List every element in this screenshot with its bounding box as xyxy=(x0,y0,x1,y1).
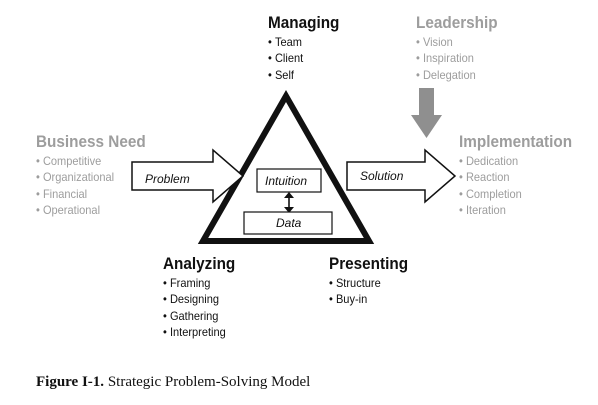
figure-caption: Figure I-1. Strategic Problem-Solving Mo… xyxy=(36,374,310,391)
implementation-item: Iteration xyxy=(459,202,575,218)
managing-item: Team xyxy=(268,34,341,50)
presenting-item: Buy-in xyxy=(329,291,410,307)
business-need-title: Business Need xyxy=(36,132,146,151)
analyzing-item: Framing xyxy=(163,275,237,291)
leadership-item: Inspiration xyxy=(416,50,499,66)
intuition-label: Intuition xyxy=(265,174,307,188)
business-need-item: Organizational xyxy=(36,169,148,185)
leadership-item: Vision xyxy=(416,34,499,50)
presenting-item: Structure xyxy=(329,275,410,291)
implementation-item: Reaction xyxy=(459,169,575,185)
business-need-item: Financial xyxy=(36,186,148,202)
leadership-list: Vision Inspiration Delegation xyxy=(416,34,507,83)
leadership-item: Delegation xyxy=(416,67,499,83)
managing-item: Self xyxy=(268,67,341,83)
analyzing-item: Interpreting xyxy=(163,324,237,340)
presenting-title: Presenting xyxy=(329,254,409,273)
business-need-group: Business Need Competitive Organizational… xyxy=(36,132,158,218)
solution-label: Solution xyxy=(360,169,404,183)
figure-caption-text: Strategic Problem-Solving Model xyxy=(107,374,311,390)
presenting-group: Presenting Structure Buy-in xyxy=(329,254,417,308)
managing-list: Team Client Self xyxy=(268,34,347,83)
implementation-item: Dedication xyxy=(459,153,575,169)
figure-caption-label: Figure I-1. xyxy=(36,374,105,390)
leadership-group: Leadership Vision Inspiration Delegation xyxy=(416,13,507,83)
managing-group: Managing Team Client Self xyxy=(268,13,347,83)
implementation-item: Completion xyxy=(459,186,575,202)
implementation-group: Implementation Dedication Reaction Compl… xyxy=(459,132,585,218)
implementation-list: Dedication Reaction Completion Iteration xyxy=(459,153,585,218)
business-need-item: Operational xyxy=(36,202,148,218)
data-box xyxy=(243,211,333,235)
solution-arrow xyxy=(346,148,457,204)
implementation-title: Implementation xyxy=(459,132,573,151)
intuition-data-connector xyxy=(284,192,294,213)
presenting-list: Structure Buy-in xyxy=(329,275,417,308)
managing-title: Managing xyxy=(268,13,340,32)
managing-item: Client xyxy=(268,50,341,66)
data-label: Data xyxy=(276,216,302,230)
analyzing-item: Gathering xyxy=(163,308,237,324)
analyzing-group: Analyzing Framing Designing Gathering In… xyxy=(163,254,243,340)
problem-label: Problem xyxy=(145,172,190,186)
analyzing-item: Designing xyxy=(163,291,237,307)
business-need-list: Competitive Organizational Financial Ope… xyxy=(36,153,158,218)
business-need-item: Competitive xyxy=(36,153,148,169)
leadership-arrow xyxy=(411,88,442,138)
leadership-title: Leadership xyxy=(416,13,498,32)
analyzing-title: Analyzing xyxy=(163,254,236,273)
analyzing-list: Framing Designing Gathering Interpreting xyxy=(163,275,243,340)
